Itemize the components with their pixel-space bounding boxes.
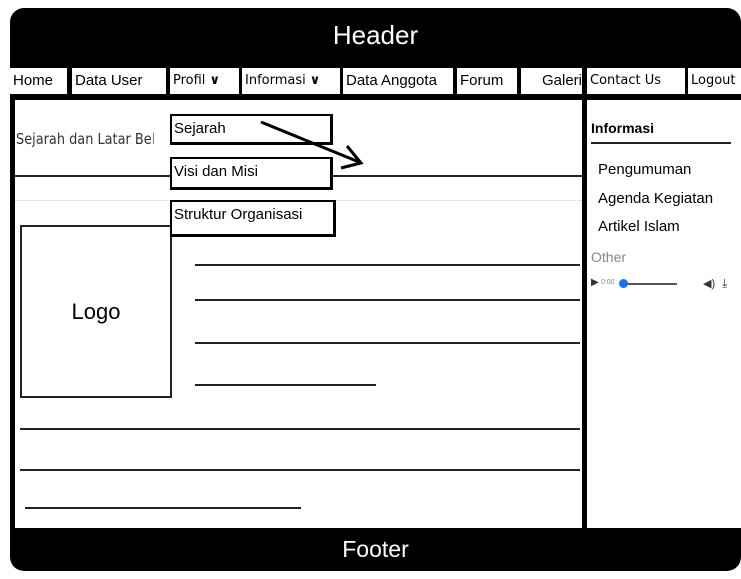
text-line <box>195 264 580 266</box>
main-nav: Home Data User Profil∨ Informasi∨ Data A… <box>10 62 741 100</box>
nav-profil[interactable]: Profil∨ <box>170 68 239 94</box>
text-line <box>20 428 580 430</box>
wireframe-frame: Header Home Data User Profil∨ Informasi∨… <box>10 8 741 571</box>
page-header: Header <box>332 20 419 50</box>
text-line <box>25 507 301 509</box>
sidebar-heading: Informasi <box>591 120 655 136</box>
volume-icon[interactable]: ◀) <box>703 278 716 290</box>
nav-data-anggota[interactable]: Data Anggota <box>343 68 453 94</box>
text-line <box>195 342 580 344</box>
page-title: Sejarah dan Latar Belakang <box>16 130 154 148</box>
nav-galeri[interactable]: Galeri <box>521 68 582 94</box>
sidebar-link-agenda-kegiatan[interactable]: Agenda Kegiatan <box>598 190 714 207</box>
dropdown-item-visi-misi[interactable]: Visi dan Misi <box>170 157 333 190</box>
sidebar-heading-rule <box>591 142 731 144</box>
nav-contact-us[interactable]: Contact Us <box>587 68 685 94</box>
chevron-down-icon: ∨ <box>309 73 321 88</box>
nav-informasi-label: Informasi <box>245 73 306 88</box>
sidebar-other-label: Other <box>591 249 627 265</box>
sidebar-link-artikel-islam[interactable]: Artikel Islam <box>598 218 680 235</box>
pointer-arrow-icon <box>260 120 364 170</box>
play-icon[interactable]: ▶ <box>591 277 599 288</box>
nav-informasi[interactable]: Informasi∨ <box>242 68 340 94</box>
audio-time: 0:00 <box>601 279 615 286</box>
logo-placeholder: Logo <box>20 225 172 398</box>
main-content: Sejarah dan Latar Belakang Logo Sejarah … <box>15 100 582 528</box>
download-icon[interactable]: ⤓ <box>722 276 728 290</box>
nav-forum[interactable]: Forum <box>457 68 517 94</box>
dropdown-item-sejarah[interactable]: Sejarah <box>170 114 333 145</box>
text-line <box>20 469 580 471</box>
text-line <box>195 384 376 386</box>
text-line <box>195 299 580 301</box>
nav-data-user[interactable]: Data User <box>72 68 166 94</box>
sidebar-link-pengumuman[interactable]: Pengumuman <box>598 161 692 178</box>
page-footer: Footer <box>342 536 409 562</box>
nav-profil-label: Profil <box>173 73 206 88</box>
audio-seek-track[interactable] <box>621 283 677 285</box>
sidebar: Informasi Pengumuman Agenda Kegiatan Art… <box>587 100 741 528</box>
nav-logout[interactable]: Logout <box>688 68 741 94</box>
chevron-down-icon: ∨ <box>209 73 220 88</box>
nav-home[interactable]: Home <box>10 68 67 94</box>
audio-player: ▶ 0:00 ◀) ⤓ <box>591 276 737 291</box>
dropdown-item-struktur-organisasi[interactable]: Struktur Organisasi <box>170 200 336 237</box>
audio-seek-knob[interactable] <box>619 279 628 288</box>
